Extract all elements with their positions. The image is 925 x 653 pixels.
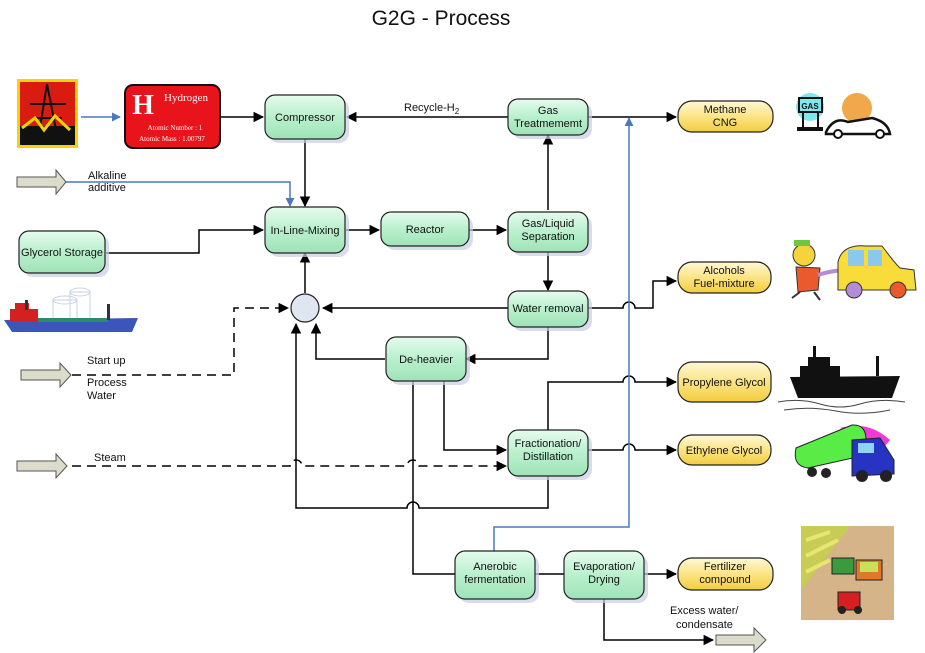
flow-to-ethylene: [588, 443, 678, 456]
node-label: Treatmememt: [514, 118, 582, 130]
tanker-truck-icon: [794, 424, 895, 482]
svg-text:Atomic Number : 1: Atomic Number : 1: [148, 124, 203, 132]
flow-to-propylene: [547, 375, 678, 430]
node-label: Reactor: [406, 224, 445, 236]
node-label: Distillation: [523, 451, 573, 463]
product-ethylene-glycol[interactable]: Ethylene Glycol: [677, 434, 772, 466]
alkaline-label: additive: [88, 182, 126, 194]
input-arrows: [16, 168, 767, 653]
product-label: Fuel-mixture: [693, 278, 754, 290]
svg-text:Hydrogen: Hydrogen: [164, 92, 208, 104]
excess-water-label: condensate: [676, 619, 733, 631]
node-label: Water removal: [512, 303, 583, 315]
flow-glycerol-to-mixing: [106, 224, 265, 254]
node-anerobic-fermentation[interactable]: Anerobic fermentation: [454, 550, 539, 603]
gas-station-car-icon: GAS: [796, 93, 892, 139]
steam-input-arrow: [16, 452, 68, 480]
svg-text:Atomic Mass : 1.00797: Atomic Mass : 1.00797: [139, 135, 205, 143]
product-label: Propylene Glycol: [682, 377, 765, 389]
node-evaporation-drying[interactable]: Evaporation/ Drying: [563, 550, 648, 603]
flow-lines: [64, 111, 715, 646]
node-compressor[interactable]: Compressor: [264, 94, 349, 143]
node-deheavier[interactable]: De-heavier: [385, 336, 470, 385]
node-fractionation[interactable]: Fractionation/ Distillation: [507, 429, 592, 480]
product-methane-cng[interactable]: Methane CNG: [677, 100, 774, 133]
node-gas-liquid-separation[interactable]: Gas/Liquid Separation: [507, 211, 592, 256]
flow-deheavier-to-anerobic: [412, 381, 455, 575]
flow-to-alcohols: [588, 275, 678, 309]
excess-water-label: Excess water/: [670, 605, 739, 617]
product-label: Alcohols: [703, 265, 745, 277]
node-gas-treatment[interactable]: Gas Treatmememt: [507, 98, 592, 139]
mixer-junction: [290, 293, 320, 323]
steam-label: Steam: [94, 452, 126, 464]
recycle-h2-label: Recycle-H2: [404, 102, 460, 116]
node-label: Evaporation/: [573, 561, 636, 573]
node-label: Gas: [538, 105, 559, 117]
flow-deheavier-to-mixer: [310, 322, 385, 360]
node-label: Anerobic: [473, 561, 517, 573]
node-label: Separation: [521, 231, 574, 243]
node-label: In-Line-Mixing: [270, 225, 339, 237]
flow-steam: [72, 459, 508, 472]
process-water-label: Water: [87, 390, 116, 402]
refuel-mascot-car-icon: [791, 240, 917, 301]
product-label: CNG: [713, 117, 737, 129]
farm-harvest-icon: [801, 526, 894, 620]
node-inline-mixing[interactable]: In-Line-Mixing: [264, 206, 349, 257]
product-alcohols[interactable]: Alcohols Fuel-mixture: [677, 261, 772, 294]
svg-text:H: H: [132, 90, 154, 121]
flow-biogas: [493, 117, 634, 551]
cargo-ship-icon: [777, 346, 906, 414]
flow-startup-water: [72, 302, 290, 376]
flow-to-excess-water: [603, 596, 715, 646]
startup-label: Start up: [87, 355, 126, 367]
flow-waterremoval-to-deheavier: [464, 326, 549, 365]
tanker-ship-icon: [4, 287, 138, 332]
product-label: compound: [699, 574, 750, 586]
product-propylene-glycol[interactable]: Propylene Glycol: [677, 361, 772, 403]
node-label: Drying: [588, 574, 620, 586]
diagram-title: G2G - Process: [372, 7, 511, 30]
process-water-label: Process: [87, 377, 127, 389]
product-label: Ethylene Glycol: [686, 445, 762, 457]
node-label: Glycerol Storage: [21, 247, 103, 259]
node-label: fermentation: [464, 574, 525, 586]
node-water-removal[interactable]: Water removal: [507, 290, 592, 331]
hydrogen-element-icon: H Hydrogen Atomic Number : 1 Atomic Mass…: [124, 84, 221, 149]
product-fertilizer[interactable]: Fertilizer compound: [677, 557, 774, 591]
svg-text:GAS: GAS: [801, 102, 819, 111]
node-label: Gas/Liquid: [522, 218, 575, 230]
startup-input-arrow: [20, 361, 72, 389]
flow-deheavier-to-fractionation: [443, 381, 508, 456]
node-glycerol-storage[interactable]: Glycerol Storage: [18, 230, 109, 277]
alkaline-input-arrow: [16, 168, 67, 196]
product-label: Fertilizer: [704, 561, 747, 573]
node-label: Compressor: [275, 112, 335, 124]
alkaline-label: Alkaline: [88, 170, 127, 182]
node-label: Fractionation/: [515, 438, 583, 450]
node-reactor[interactable]: Reactor: [380, 211, 473, 250]
product-label: Methane: [704, 104, 747, 116]
flow-fractionation-to-mixer: [290, 322, 549, 509]
node-label: De-heavier: [399, 354, 453, 366]
flow-alkaline: [64, 181, 295, 207]
excess-output-arrow: [715, 626, 767, 653]
power-tower-icon: [17, 79, 78, 148]
